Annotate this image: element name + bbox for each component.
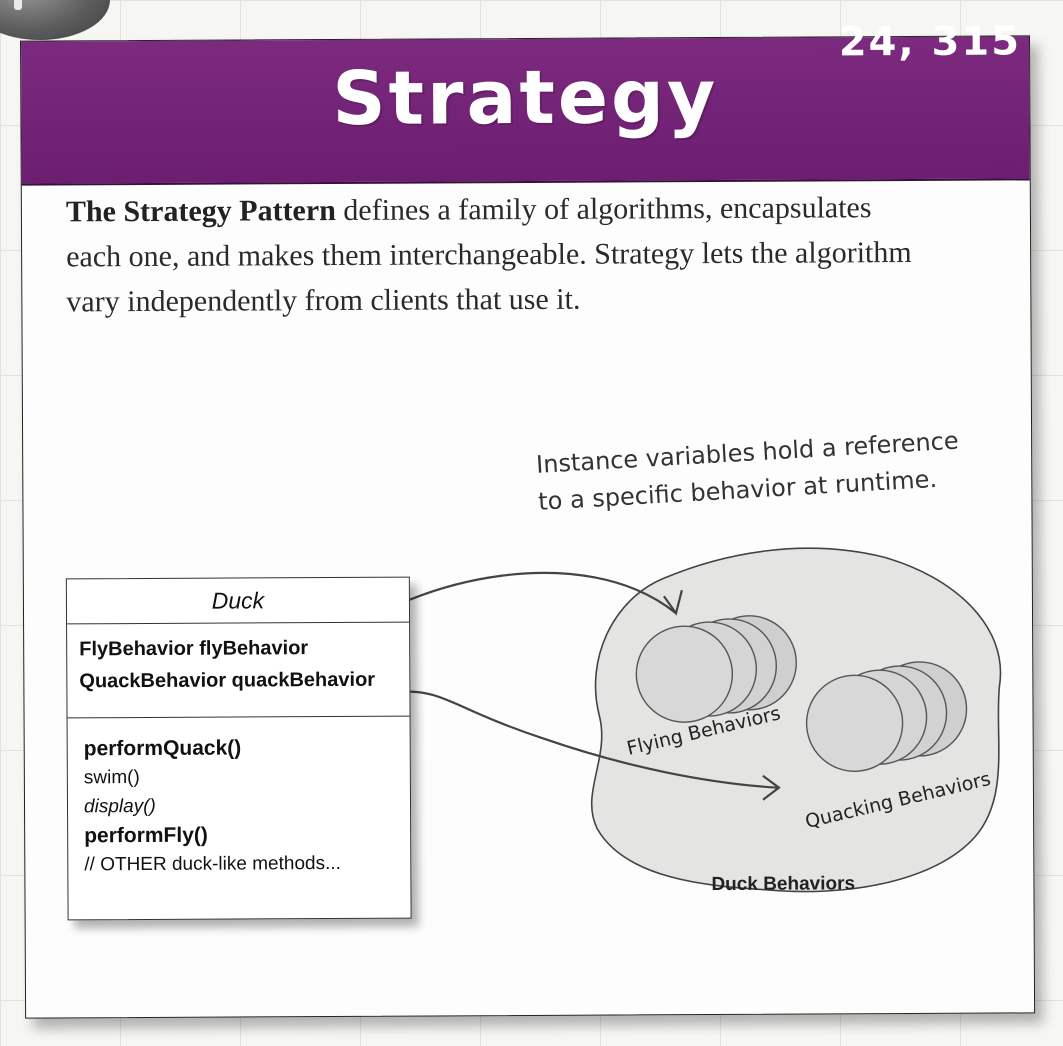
class-attributes: FlyBehavior flyBehavior QuackBehavior qu… xyxy=(67,622,410,719)
fly-arrowhead-icon xyxy=(663,589,683,616)
attribute-quack-behavior: QuackBehavior quackBehavior xyxy=(79,668,376,693)
method-display: display() xyxy=(83,795,156,818)
quack-arrowhead-icon xyxy=(762,774,781,801)
method-other-comment: // OTHER duck-like methods... xyxy=(84,852,341,876)
method-perform-quack: performQuack() xyxy=(83,736,242,761)
pushpin-icon xyxy=(0,0,110,40)
flying-behavior-circles xyxy=(635,615,797,723)
behaviors-diagram xyxy=(341,547,1002,893)
class-methods: performQuack() swim() display() performF… xyxy=(68,717,411,880)
method-swim: swim() xyxy=(83,767,140,789)
attribute-fly-behavior: FlyBehavior flyBehavior xyxy=(79,637,309,661)
duck-behaviors-label: Duck Behaviors xyxy=(711,873,856,896)
quack-reference-arrow xyxy=(400,690,777,789)
quacking-behavior-circles xyxy=(805,661,968,772)
class-name: Duck xyxy=(66,577,410,625)
method-perform-fly: performFly() xyxy=(84,823,208,848)
pattern-card: Strategy 24, 315 The Strategy Pattern de… xyxy=(20,18,1036,1019)
duck-class-box: Duck FlyBehavior flyBehavior QuackBehavi… xyxy=(65,576,412,921)
